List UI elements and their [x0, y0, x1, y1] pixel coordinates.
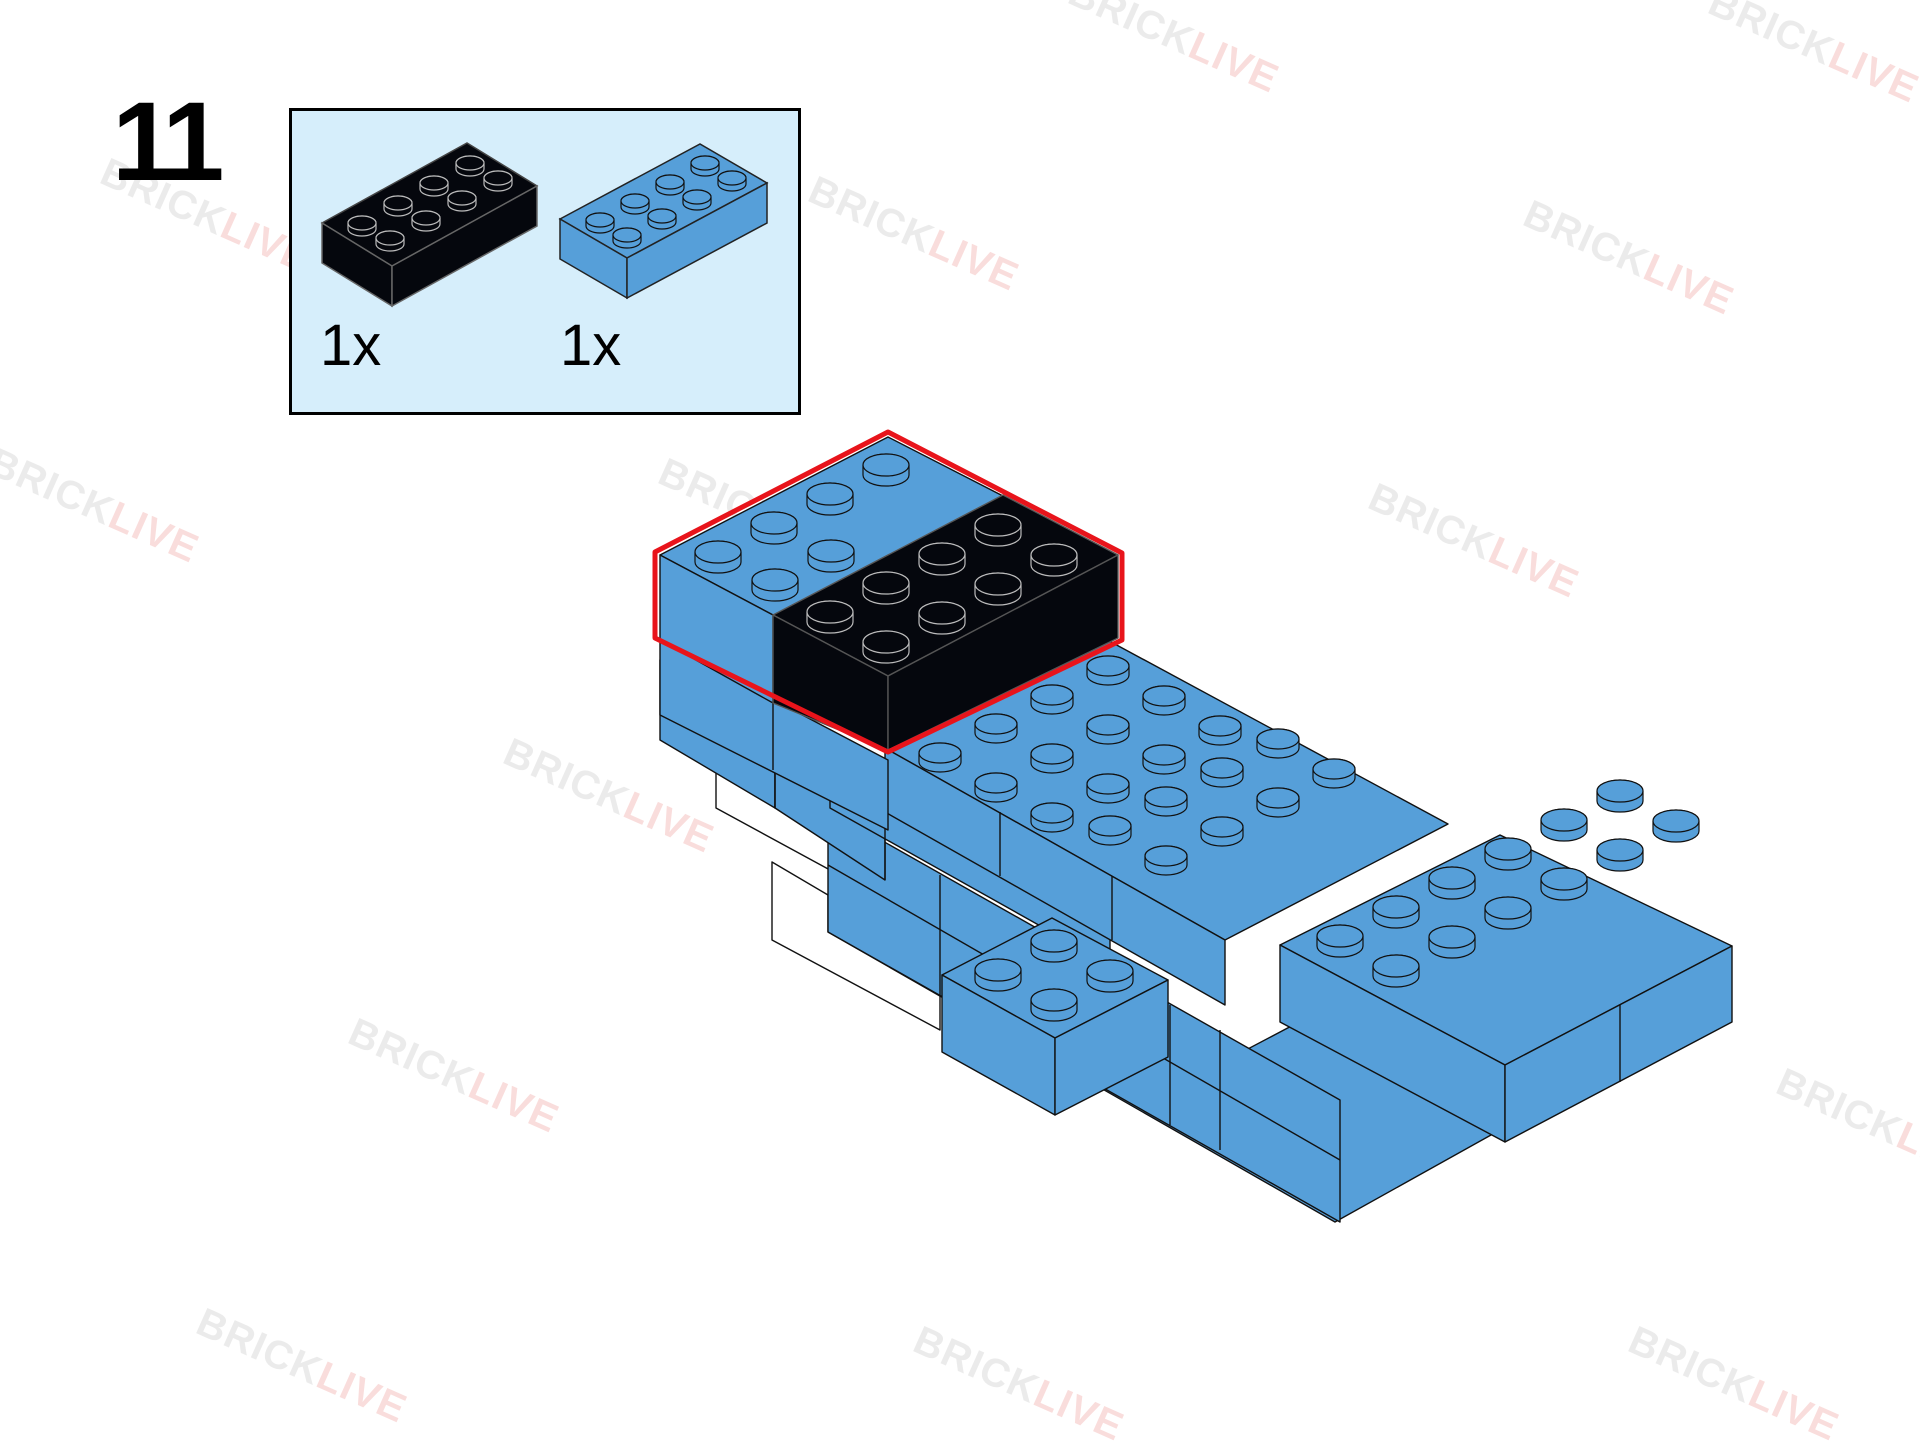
- stud: [647, 208, 677, 230]
- parts-list-panel: 1x 1x: [289, 108, 801, 415]
- model-illustration: [652, 429, 1733, 1223]
- stud: [1086, 714, 1130, 745]
- stud: [751, 568, 799, 602]
- step-number: 11: [112, 79, 224, 204]
- stud: [1030, 743, 1074, 774]
- stud: [974, 958, 1022, 992]
- stud: [750, 511, 798, 545]
- stud: [1200, 816, 1244, 847]
- stud: [682, 189, 712, 211]
- stud: [1086, 655, 1130, 686]
- stud: [1030, 684, 1074, 715]
- stud: [918, 601, 966, 635]
- stud: [1540, 867, 1588, 901]
- stud: [1596, 838, 1644, 872]
- stud: [1428, 866, 1476, 900]
- part-blue-brick: [558, 143, 769, 300]
- stud: [620, 193, 650, 215]
- stud: [1030, 543, 1078, 577]
- stud: [1484, 837, 1532, 871]
- stud: [447, 190, 477, 212]
- stud: [918, 542, 966, 576]
- new-part-highlight: [652, 429, 1125, 755]
- stud: [411, 210, 441, 232]
- stud: [419, 175, 449, 197]
- stud: [1142, 685, 1186, 716]
- stud: [383, 195, 413, 217]
- stud: [1030, 929, 1078, 963]
- stud: [918, 742, 962, 773]
- part-black-brick: [320, 142, 539, 308]
- stud: [717, 170, 747, 192]
- stud: [655, 174, 685, 196]
- stud: [375, 230, 405, 252]
- stud: [1088, 815, 1132, 846]
- stud: [807, 539, 855, 573]
- stud: [483, 170, 513, 192]
- stud: [1652, 809, 1700, 843]
- stud: [585, 212, 615, 234]
- stud: [455, 155, 485, 177]
- stud: [974, 713, 1018, 744]
- stud: [862, 453, 910, 487]
- stud: [690, 155, 720, 177]
- stud: [347, 215, 377, 237]
- blue-brick-right-side: [1504, 945, 1733, 1143]
- stud: [1030, 988, 1078, 1022]
- stud: [1312, 758, 1356, 789]
- stud: [1030, 802, 1074, 833]
- stud: [1142, 744, 1186, 775]
- stud: [1256, 787, 1300, 818]
- stud: [1316, 924, 1364, 958]
- stud: [862, 571, 910, 605]
- new-black-brick-side: [887, 554, 1119, 751]
- stud: [974, 772, 1018, 803]
- stud: [1372, 954, 1420, 988]
- stud: [806, 482, 854, 516]
- stud: [612, 227, 642, 249]
- part-quantity-black: 1x: [320, 313, 382, 378]
- blue-stack-base-front: [659, 639, 889, 831]
- stud: [1086, 959, 1134, 993]
- blue-brick-small-side: [1054, 979, 1169, 1116]
- stud: [862, 630, 910, 664]
- stud: [1086, 773, 1130, 804]
- stud: [1198, 715, 1242, 746]
- stud: [1256, 728, 1300, 759]
- stud: [974, 572, 1022, 606]
- stud: [694, 540, 742, 574]
- stud: [1372, 895, 1420, 929]
- stud: [1144, 786, 1188, 817]
- parts-illustration: [320, 142, 769, 308]
- stud: [806, 600, 854, 634]
- part-quantity-blue: 1x: [560, 313, 622, 378]
- stud: [1144, 845, 1188, 876]
- stud: [1484, 896, 1532, 930]
- stud: [1428, 925, 1476, 959]
- stud: [1200, 757, 1244, 788]
- stud: [1596, 779, 1644, 813]
- stud: [1540, 808, 1588, 842]
- stud: [974, 513, 1022, 547]
